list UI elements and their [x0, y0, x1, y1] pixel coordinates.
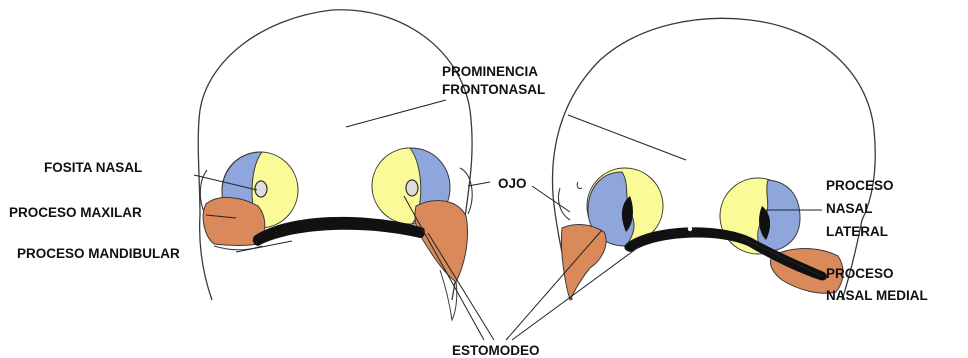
label-proceso-nasal-lateral-line3: LATERAL	[826, 224, 888, 239]
label-proceso-nasal-medial-line1: PROCESO	[826, 266, 894, 281]
right-embryo-head	[553, 18, 876, 300]
label-fosita-nasal: FOSITA NASAL	[44, 160, 142, 175]
label-proceso-nasal-medial-line2: NASAL MEDIAL	[826, 288, 928, 303]
label-ojo: OJO	[498, 176, 527, 191]
left-nasal-pit-left	[255, 181, 267, 197]
label-proceso-nasal-lateral-line1: PROCESO	[826, 178, 894, 193]
label-prominencia-line1: PROMINENCIA	[442, 64, 538, 79]
label-prominencia-line2: FRONTONASAL	[442, 82, 545, 97]
label-proceso-maxilar: PROCESO MAXILAR	[9, 205, 142, 220]
left-nasal-pit-right	[406, 180, 418, 196]
left-embryo-head	[198, 10, 472, 320]
label-proceso-nasal-lateral-line2: NASAL	[826, 201, 873, 216]
label-estomodeo: ESTOMODEO	[452, 343, 540, 358]
right-stomodeum-dot	[688, 227, 692, 231]
label-proceso-mandibular: PROCESO MANDIBULAR	[17, 246, 180, 261]
